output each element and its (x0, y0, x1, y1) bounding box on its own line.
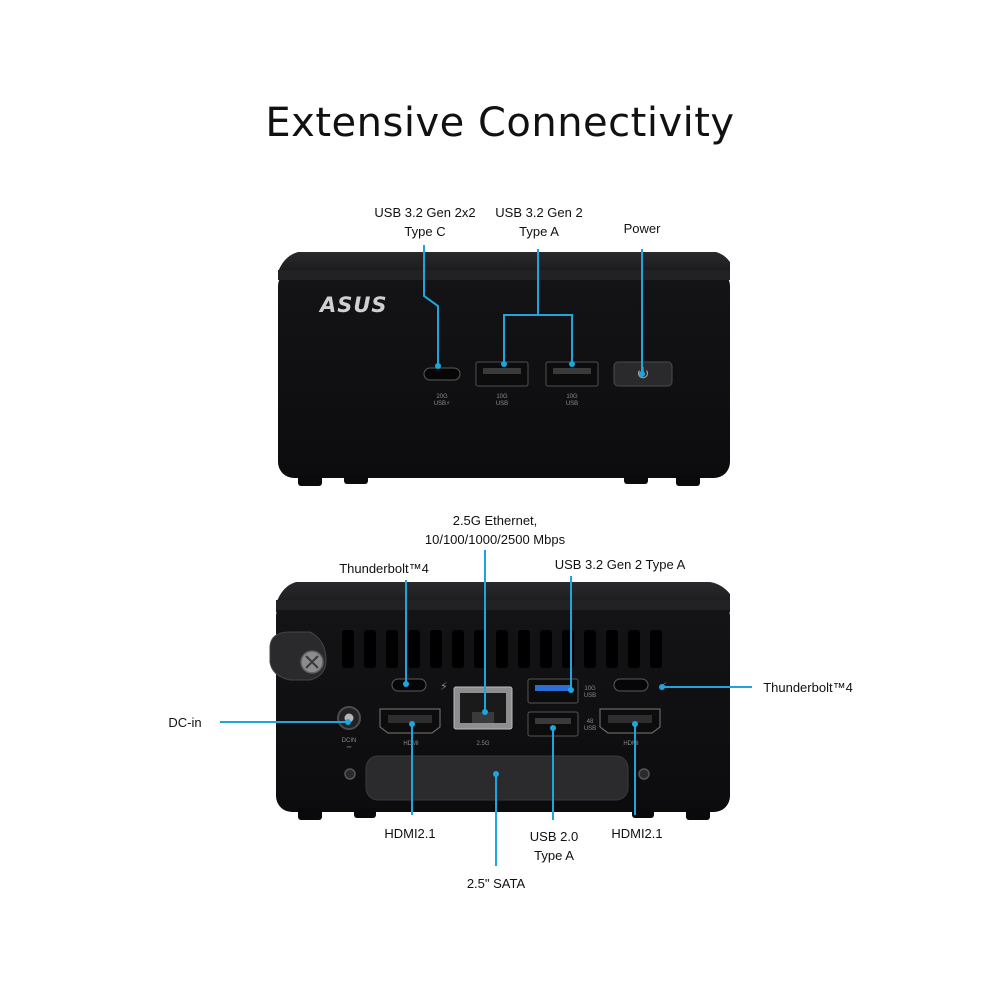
usb-a-port-front-1: 10G USB (475, 361, 529, 407)
svg-text:USB⚡: USB⚡ (434, 400, 451, 407)
rear-vents (342, 630, 662, 668)
label-thunderbolt-right: Thunderbolt™4 (763, 680, 853, 695)
foot (676, 474, 700, 486)
svg-text:USB: USB (584, 693, 596, 699)
svg-text:48: 48 (587, 719, 594, 725)
asus-logo: ASUS (318, 293, 388, 317)
dc-in-jack: DCIN ⎓ (337, 706, 361, 751)
label-ethernet-line2: 10/100/1000/2500 Mbps (424, 532, 566, 547)
label-usb-2-0-line2: Type A (534, 848, 574, 863)
svg-text:USB: USB (584, 726, 596, 732)
svg-text:⚡: ⚡ (440, 681, 448, 693)
label-usb-c-line1: USB 3.2 Gen 2x2 (374, 205, 476, 220)
svg-text:2.5G: 2.5G (476, 741, 489, 747)
label-dc-in: DC-in (168, 715, 202, 730)
front-callouts (423, 245, 643, 372)
thunderbolt-port-left: ⚡ (391, 678, 448, 693)
label-usb-c-front: USB 3.2 Gen 2x2 Type C (362, 203, 488, 241)
label-usb-2-0-line1: USB 2.0 (529, 829, 579, 844)
svg-text:10G: 10G (566, 394, 578, 400)
svg-text:USB: USB (566, 401, 578, 407)
ethernet-port: 2.5G (453, 686, 513, 747)
asus-logo-text: ASUS (318, 293, 388, 317)
label-usb-a-line2: Type A (519, 224, 559, 239)
front-callout-dots (435, 361, 645, 377)
front-unit: ASUS 20G USB⚡ 10G USB 10G USB (278, 245, 730, 486)
svg-text:10G: 10G (496, 394, 508, 400)
usb-c-port-front: 20G USB⚡ (423, 367, 461, 407)
page-title: Extensive Connectivity (265, 100, 735, 146)
label-usb-a-front: USB 3.2 Gen 2 Type A (480, 203, 598, 241)
rear-callout-dots (345, 681, 665, 777)
label-hdmi-right: HDMI2.1 (611, 826, 663, 841)
label-ethernet: 2.5G Ethernet, 10/100/1000/2500 Mbps (410, 511, 580, 549)
hdmi-port-right: HDMI (599, 708, 661, 747)
label-usb-a-line1: USB 3.2 Gen 2 (495, 205, 583, 220)
rear-callouts (220, 550, 752, 866)
label-usb-c-line2: Type C (404, 224, 446, 239)
svg-text:10G: 10G (584, 686, 596, 692)
lock-screw (269, 631, 327, 681)
svg-text:DCIN: DCIN (342, 738, 357, 744)
foot (344, 474, 368, 484)
svg-text:20G: 20G (436, 394, 448, 400)
label-hdmi-left: HDMI2.1 (384, 826, 436, 841)
rear-unit: DCIN ⎓ ⚡ HDMI 2.5G 10G USB (220, 550, 752, 866)
foot (298, 474, 322, 486)
label-sata: 2.5" SATA (466, 876, 526, 891)
svg-text:⎓: ⎓ (347, 745, 352, 751)
label-usb-gen2-rear: USB 3.2 Gen 2 Type A (554, 557, 686, 572)
label-usb-2-0: USB 2.0 Type A (512, 827, 596, 865)
foot (624, 474, 648, 484)
label-ethernet-line1: 2.5G Ethernet, (452, 513, 538, 528)
usb-3-2-gen-2-port: 10G USB (527, 678, 596, 704)
svg-text:USB: USB (496, 401, 508, 407)
svg-text:HDMI: HDMI (623, 741, 639, 747)
label-power: Power (623, 221, 661, 236)
label-thunderbolt-left: Thunderbolt™4 (339, 561, 429, 576)
